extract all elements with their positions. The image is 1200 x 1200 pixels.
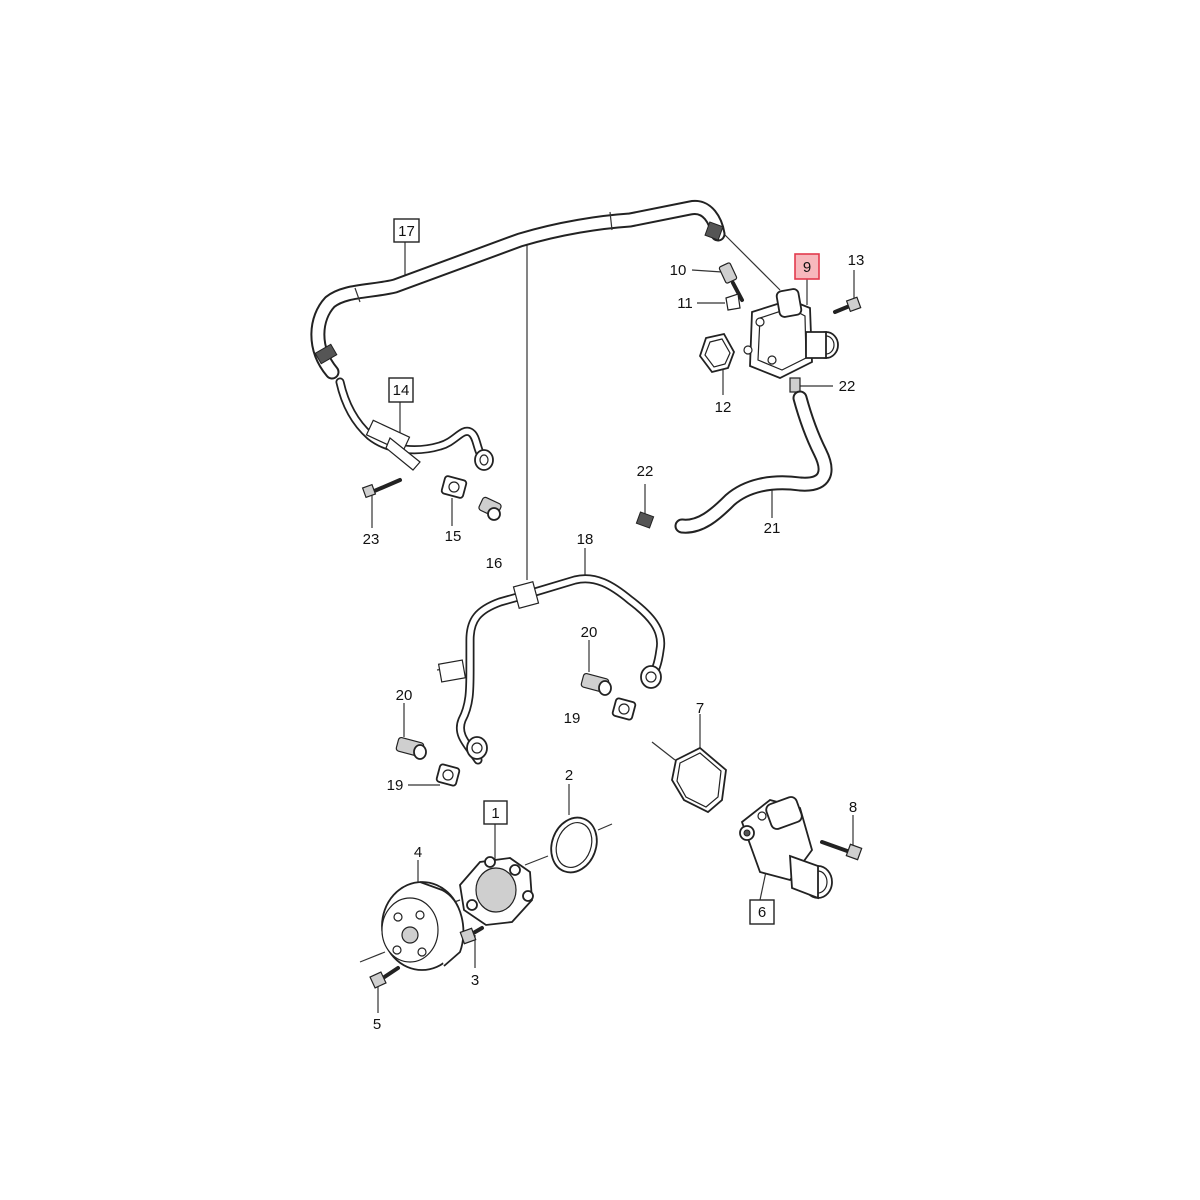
coolant-pipe-18 <box>437 574 666 765</box>
bolt-23 <box>361 478 402 499</box>
label-21: 21 <box>764 520 781 537</box>
svg-text:14: 14 <box>393 382 410 399</box>
label-18: 18 <box>577 531 594 548</box>
water-pump-1 <box>431 856 534 926</box>
thermostat-housing-6 <box>739 796 833 900</box>
label-19-right: 19 <box>564 710 581 727</box>
callout-14[interactable]: 14 <box>388 377 414 403</box>
bolt-8 <box>820 840 863 861</box>
label-3: 3 <box>471 972 479 989</box>
gasket-12 <box>698 332 735 374</box>
callout-1[interactable]: 1 <box>483 800 508 825</box>
label-15: 15 <box>445 528 462 545</box>
number-labels: 13 10 11 22 12 22 21 23 15 16 18 20 20 1… <box>363 252 865 1033</box>
gasket-7 <box>651 741 727 814</box>
svg-text:6: 6 <box>758 904 766 921</box>
svg-text:9: 9 <box>803 259 811 276</box>
o-ring-2 <box>524 816 613 874</box>
label-2: 2 <box>565 767 573 784</box>
bolt-13 <box>833 296 862 314</box>
label-20-left: 20 <box>396 687 413 704</box>
label-13: 13 <box>848 252 865 269</box>
banjo-bolt-20-right <box>580 672 612 696</box>
temp-sensor-10 <box>718 262 744 302</box>
bleed-pipe <box>335 377 494 471</box>
thermostat-housing-9 <box>743 288 839 393</box>
bolt-3 <box>459 926 484 945</box>
washer-19-left <box>435 763 461 787</box>
label-11: 11 <box>677 295 693 312</box>
lower-coolant-hose-21 <box>674 390 833 534</box>
label-22-upper: 22 <box>839 378 856 395</box>
label-8: 8 <box>849 799 857 816</box>
label-23: 23 <box>363 531 380 548</box>
upper-coolant-hose <box>310 200 726 380</box>
label-4: 4 <box>414 844 422 861</box>
label-5: 5 <box>373 1016 381 1033</box>
label-22-lower: 22 <box>637 463 654 480</box>
label-20-right: 20 <box>581 624 598 641</box>
label-16: 16 <box>486 555 503 572</box>
clip-11 <box>725 293 741 311</box>
banjo-washer-15 <box>440 475 502 521</box>
label-12: 12 <box>715 399 732 416</box>
hose-clip-22 <box>635 511 655 529</box>
pulley-4 <box>359 881 465 971</box>
bolt-5 <box>369 966 400 989</box>
washer-19-right <box>611 697 637 721</box>
label-10: 10 <box>670 262 687 279</box>
svg-text:17: 17 <box>398 223 415 240</box>
callout-9-highlighted[interactable]: 9 <box>794 253 820 280</box>
banjo-bolt-20-left <box>395 736 427 760</box>
callout-17[interactable]: 17 <box>393 218 420 243</box>
svg-text:1: 1 <box>491 805 499 822</box>
label-7: 7 <box>696 700 704 717</box>
label-19-left: 19 <box>387 777 404 794</box>
callout-6[interactable]: 6 <box>749 899 775 925</box>
